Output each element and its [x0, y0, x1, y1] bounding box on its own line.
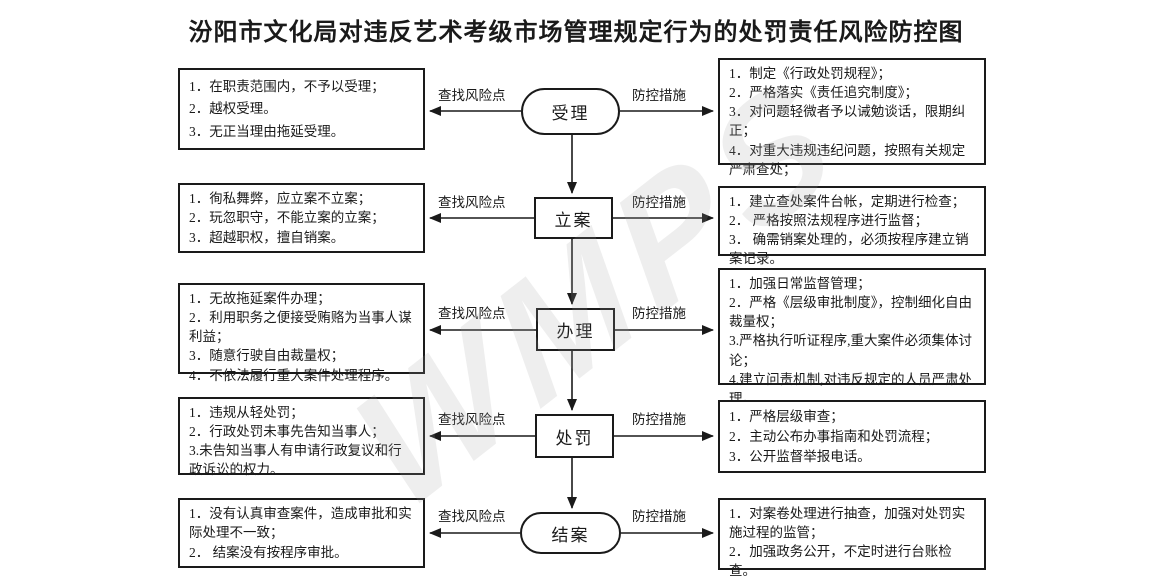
arrow-label-control-measure: 防控措施	[632, 509, 686, 524]
list-item: 4．对重大违规违纪问题，按照有关规定严肃查处；	[729, 142, 966, 177]
list-item: 2． 严格按照法规程序进行监督；	[729, 213, 929, 229]
measure-box-chufa: 1．严格层级审查； 2．主动公布办事指南和处罚流程； 3．公开监督举报电话。	[718, 400, 986, 473]
list-item: 3． 确需销案处理的，必须按程序建立销案记录。	[729, 232, 969, 267]
arrow-label-find-risk: 查找风险点	[438, 88, 506, 103]
risk-box-chufa: 1．违规从轻处罚； 2．行政处罚未事先告知当事人； 3.未告知当事人有申请行政复议和…	[178, 397, 425, 477]
list-item: 4．不依法履行重大案件处理程序。	[189, 367, 399, 383]
list-item: 2．利用职务之便接受贿赂为当事人谋利益；	[189, 310, 412, 345]
list-item: 2．加强政务公开，不定时进行台账检查。	[729, 544, 952, 579]
measure-box-jiean: 1．对案卷处理进行抽查，加强对处罚实施过程的监管；2．加强政务公开，不定时进行台…	[718, 498, 986, 578]
node-shouli: 受理	[521, 88, 620, 135]
arrow-label-find-risk: 查找风险点	[438, 509, 506, 524]
list-item: 1．没有认真审查案件，造成审批和实际处理不一致；	[189, 506, 412, 541]
risk-box-lian: 1．徇私舞弊，应立案不立案； 2．玩忽职守，不能立案的立案； 3．超越职权，擅自销案…	[178, 183, 425, 253]
list-item: 3．超越职权，擅自销案。	[189, 229, 345, 245]
arrow-label-control-measure: 防控措施	[632, 195, 686, 210]
arrow-label-find-risk: 查找风险点	[438, 412, 506, 427]
list-item: 2．行政处罚未事先告知当事人；	[189, 424, 385, 440]
node-lian: 立案	[534, 197, 613, 239]
node-banli: 办理	[536, 308, 615, 351]
arrow-label-control-measure: 防控措施	[632, 412, 686, 427]
list-item: 2．严格落实《责任追究制度》；	[729, 85, 918, 101]
risk-box-banli: 1．无故拖延案件办理； 2．利用职务之便接受贿赂为当事人谋利益； 3．随意行驶自由裁…	[178, 283, 425, 383]
node-chufa: 处罚	[535, 414, 614, 458]
list-item: 1．加强日常监督管理；	[729, 276, 871, 291]
measure-box-shouli: 1．制定《行政处罚规程》； 2．严格落实《责任追究制度》； 3．对问题轻微者予以诫勉…	[718, 58, 986, 177]
list-item: 1．制定《行政处罚规程》；	[729, 66, 891, 81]
list-item: 1．在职责范围内，不予以受理；	[189, 79, 385, 95]
list-item: 2． 结案没有按程序审批。	[189, 544, 348, 560]
measure-box-banli: 1．加强日常监督管理； 2．严格《层级审批制度》，控制细化自由裁量权；3.严格执行…	[718, 268, 986, 406]
arrow-label-find-risk: 查找风险点	[438, 195, 506, 210]
list-item: 2．主动公布办事指南和处罚流程；	[729, 428, 939, 444]
risk-box-jiean: 1．没有认真审查案件，造成审批和实际处理不一致； 2． 结案没有按程序审批。	[178, 498, 425, 568]
list-item: 3．对问题轻微者予以诫勉谈话，限期纠正；	[729, 104, 966, 139]
risk-box-shouli: 1．在职责范围内，不予以受理； 2．越权受理。 3．无正当理由拖延受理。	[178, 68, 425, 150]
list-item: 1．违规从轻处罚；	[189, 405, 304, 420]
node-jiean: 结案	[520, 512, 621, 554]
arrow-label-control-measure: 防控措施	[632, 306, 686, 321]
list-item: 2．严格《层级审批制度》，控制细化自由裁量权；	[729, 295, 972, 330]
list-item: 1．严格层级审查；	[729, 408, 844, 424]
list-item: 3．随意行驶自由裁量权；	[189, 348, 345, 364]
arrow-label-find-risk: 查找风险点	[438, 306, 506, 321]
measure-box-lian: 1．建立查处案件台帐，定期进行检查； 2． 严格按照法规程序进行监督； 3． 确需销…	[718, 186, 986, 266]
list-item: 3．无正当理由拖延受理。	[189, 123, 345, 139]
list-item: 3．公开监督举报电话。	[729, 448, 871, 464]
list-item: 1．徇私舞弊，应立案不立案；	[189, 191, 372, 207]
page-title: 汾阳市文化局对违反艺术考级市场管理规定行为的处罚责任风险防控图	[188, 20, 964, 46]
list-item: 1．无故拖延案件办理；	[189, 291, 331, 306]
list-item: 3.严格执行听证程序,重大案件必须集体讨论；	[729, 333, 972, 368]
list-item: 1．建立查处案件台帐，定期进行检查；	[729, 194, 966, 209]
list-item: 2．越权受理。	[189, 101, 277, 117]
list-item: 1．对案卷处理进行抽查，加强对处罚实施过程的监管；	[729, 506, 966, 541]
list-item: 3.未告知当事人有申请行政复议和行政诉讼的权力。	[189, 443, 402, 478]
arrow-label-control-measure: 防控措施	[632, 88, 686, 103]
list-item: 2．玩忽职守，不能立案的立案；	[189, 210, 385, 226]
